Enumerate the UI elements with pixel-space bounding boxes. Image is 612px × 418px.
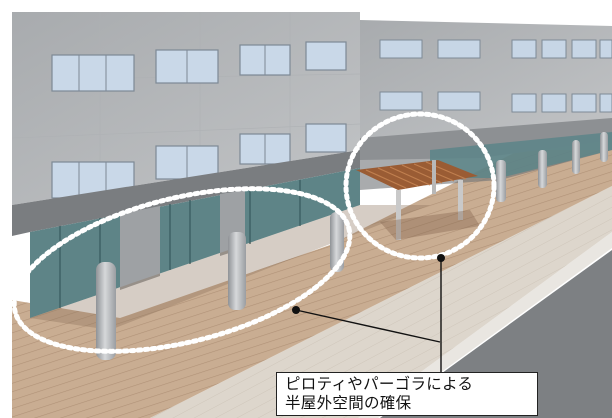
callout-line-2: 半屋外空間の確保 [285,394,412,412]
callout-label: ピロティやパーゴラによる 半屋外空間の確保 [276,372,538,416]
leader-dot-pilotis [292,306,300,314]
pilotis-soffit [12,150,360,236]
leader-lines [295,258,442,372]
pilotis-columns [96,132,608,360]
pergola [356,160,480,240]
callout-line-1: ピロティやパーゴラによる [285,375,474,393]
pilotis-highlight-ellipse [11,186,353,354]
pergola-highlight-ellipse [343,111,497,261]
leader-dot-pergola [437,254,445,262]
back-building-windows [379,39,612,113]
